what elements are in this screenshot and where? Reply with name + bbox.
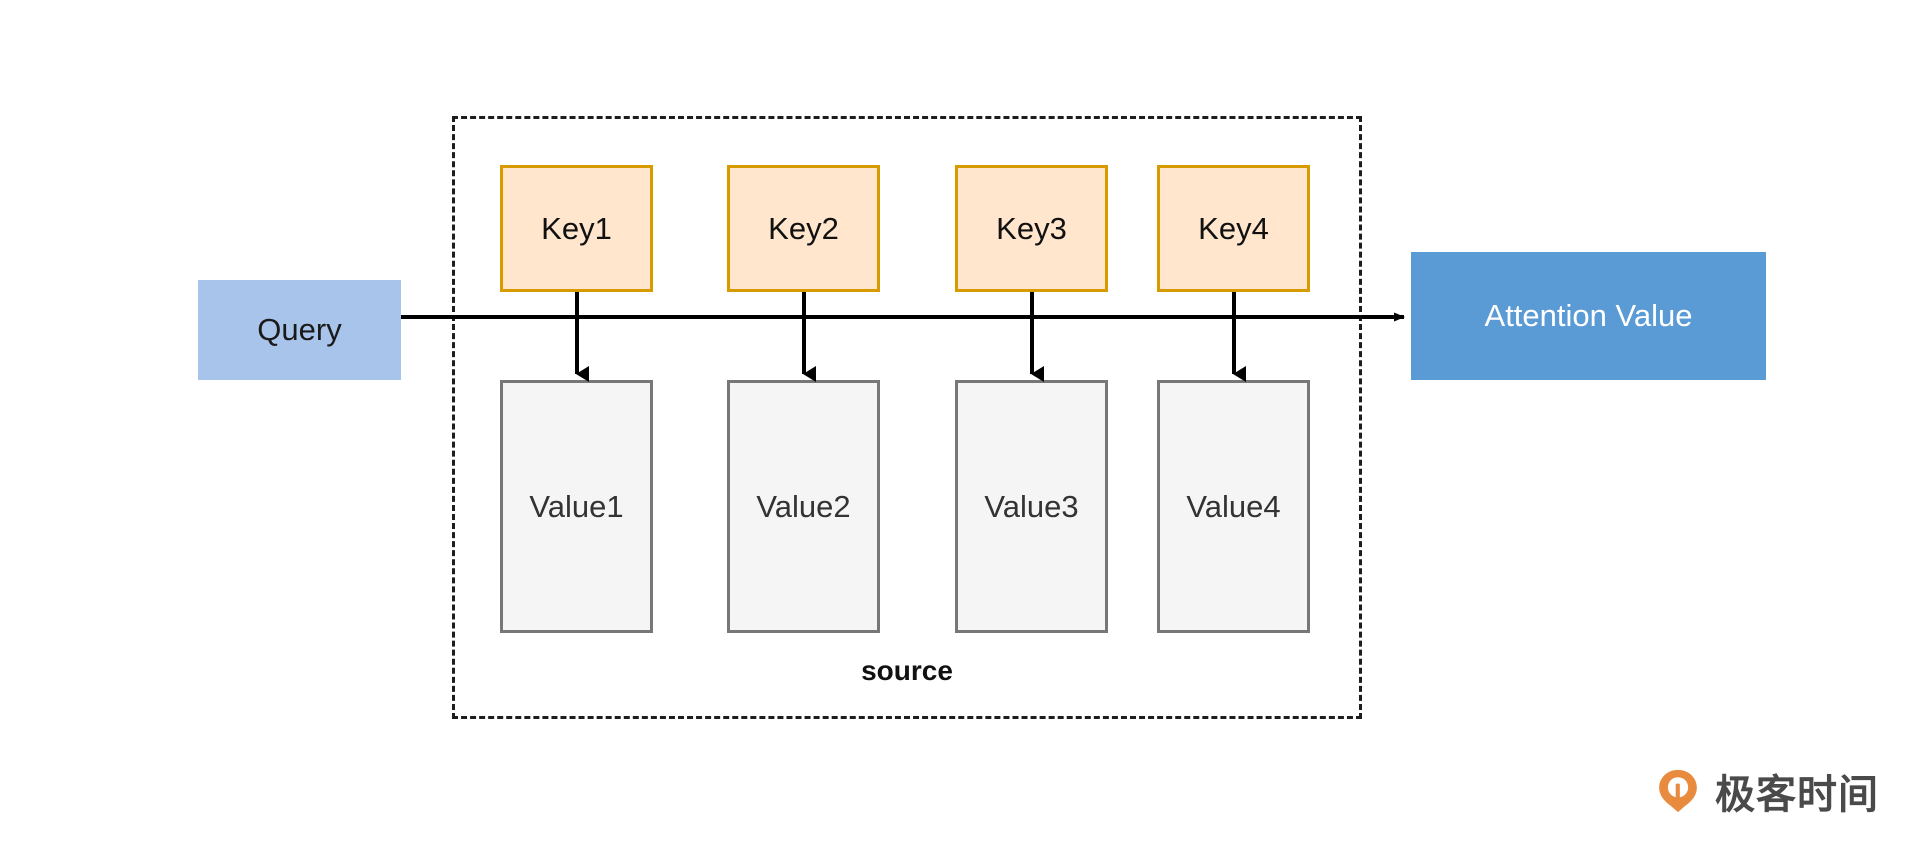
key-label-2: Key2 [768, 210, 839, 246]
key-box-3: Key3 [955, 165, 1108, 292]
key-label-4: Key4 [1198, 210, 1269, 246]
geektime-pin-logo-icon [1659, 769, 1697, 813]
value-label-1: Value1 [529, 488, 624, 524]
attention-value-label: Attention Value [1484, 298, 1693, 334]
attention-value-box: Attention Value [1411, 252, 1766, 380]
value-label-4: Value4 [1186, 488, 1281, 524]
value-box-3: Value3 [955, 380, 1108, 633]
watermark: 极客时间 [1655, 762, 1879, 820]
key-box-4: Key4 [1157, 165, 1310, 292]
source-region-label: source [861, 655, 953, 686]
key-label-1: Key1 [541, 210, 612, 246]
value-box-2: Value2 [727, 380, 880, 633]
query-label: Query [257, 312, 342, 348]
key-box-1: Key1 [500, 165, 653, 292]
query-box: Query [198, 280, 401, 380]
value-box-4: Value4 [1157, 380, 1310, 633]
source-region-dashed-border [452, 116, 1362, 719]
key-box-2: Key2 [727, 165, 880, 292]
value-label-3: Value3 [984, 488, 1079, 524]
value-box-1: Value1 [500, 380, 653, 633]
key-label-3: Key3 [996, 210, 1067, 246]
watermark-text: 极客时间 [1715, 773, 1879, 817]
value-label-2: Value2 [756, 488, 851, 524]
